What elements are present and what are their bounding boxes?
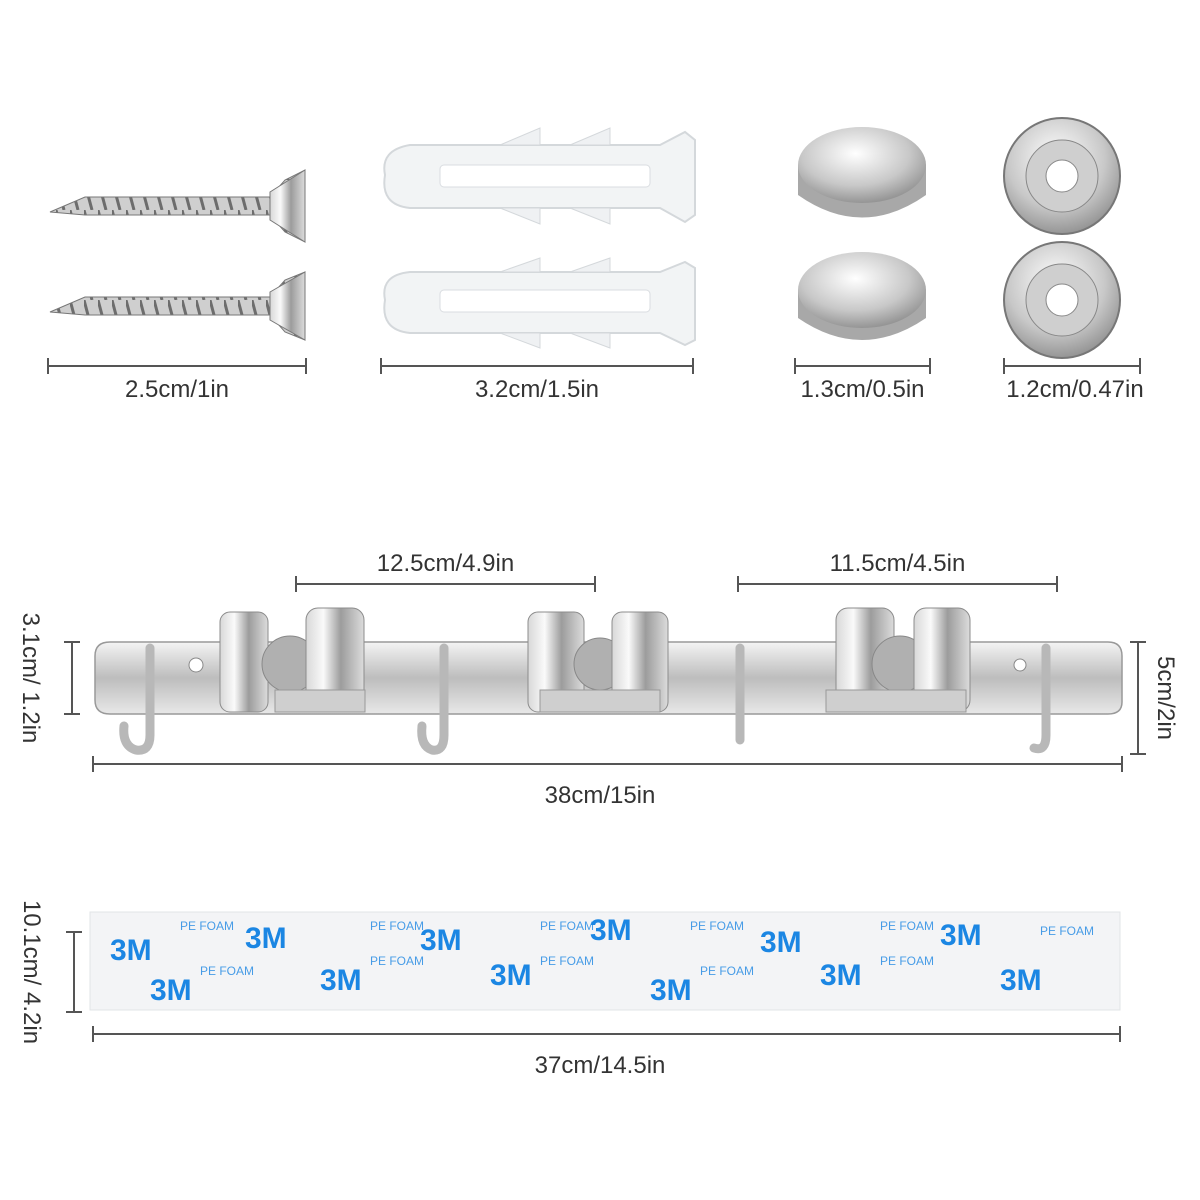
rack-spacing-right-label: 11.5cm/4.5in: [829, 550, 966, 577]
rack-length-label: 38cm/15in: [544, 782, 656, 809]
washer-top: [1003, 117, 1121, 235]
svg-text:3M: 3M: [820, 959, 862, 992]
svg-text:PE FOAM: PE FOAM: [690, 919, 744, 933]
adhesive-dimension-lines: [66, 931, 1121, 1042]
svg-text:3M: 3M: [590, 914, 632, 947]
washer-size-label: 1.2cm/0.47in: [1006, 376, 1144, 403]
svg-text:3M: 3M: [760, 926, 802, 959]
cap-bottom: [798, 252, 926, 340]
anchor-size-label: 3.2cm/1.5in: [474, 376, 600, 403]
svg-text:PE FOAM: PE FOAM: [370, 954, 424, 968]
svg-text:PE FOAM: PE FOAM: [370, 919, 424, 933]
adhesive-length-label: 37cm/14.5in: [534, 1052, 666, 1079]
mop-holder-2: [527, 611, 669, 713]
adhesive-height-label: 10.1cm/ 4.2in: [18, 899, 45, 1045]
rack-total-height-label: 5cm/2in: [1152, 655, 1179, 741]
screw-bottom: [49, 271, 306, 341]
svg-text:PE FOAM: PE FOAM: [880, 954, 934, 968]
screw-top: [49, 169, 306, 243]
svg-text:3M: 3M: [420, 924, 462, 957]
cap-size-label: 1.3cm/0.5in: [800, 376, 925, 403]
mop-rack: [94, 607, 1123, 755]
mop-holder-3: [825, 607, 971, 713]
cap-top: [798, 127, 926, 218]
svg-text:3M: 3M: [1000, 964, 1042, 997]
rack-bar-height-label: 3.1cm/ 1.2in: [17, 612, 44, 744]
rack-dimension-lines: [64, 576, 1146, 772]
svg-text:3M: 3M: [490, 959, 532, 992]
adhesive-strip: 3M 3M 3M 3M 3M 3M 3M 3M 3M 3M 3M 3M PE F…: [89, 911, 1121, 1011]
svg-text:PE FOAM: PE FOAM: [880, 919, 934, 933]
svg-text:3M: 3M: [245, 922, 287, 955]
svg-text:3M: 3M: [320, 964, 362, 997]
svg-text:3M: 3M: [650, 974, 692, 1007]
svg-text:3M: 3M: [150, 974, 192, 1007]
adhesive-brand-print: 3M 3M 3M 3M 3M 3M 3M 3M 3M 3M 3M 3M: [110, 914, 1042, 1007]
svg-text:3M: 3M: [940, 919, 982, 952]
svg-text:PE FOAM: PE FOAM: [200, 964, 254, 978]
svg-text:PE FOAM: PE FOAM: [180, 919, 234, 933]
washer-bottom: [1003, 241, 1121, 359]
anchor-top: [383, 127, 696, 225]
rack-spacing-left-label: 12.5cm/4.9in: [376, 550, 515, 577]
anchor-bottom: [383, 257, 696, 349]
screw-size-label: 2.5cm/1in: [124, 376, 230, 403]
svg-text:PE FOAM: PE FOAM: [540, 954, 594, 968]
svg-text:3M: 3M: [110, 934, 152, 967]
mop-holder-1: [219, 607, 366, 713]
hardware-dimension-lines: [47, 358, 1141, 374]
svg-text:PE FOAM: PE FOAM: [1040, 924, 1094, 938]
svg-text:PE FOAM: PE FOAM: [700, 964, 754, 978]
svg-text:PE FOAM: PE FOAM: [540, 919, 594, 933]
